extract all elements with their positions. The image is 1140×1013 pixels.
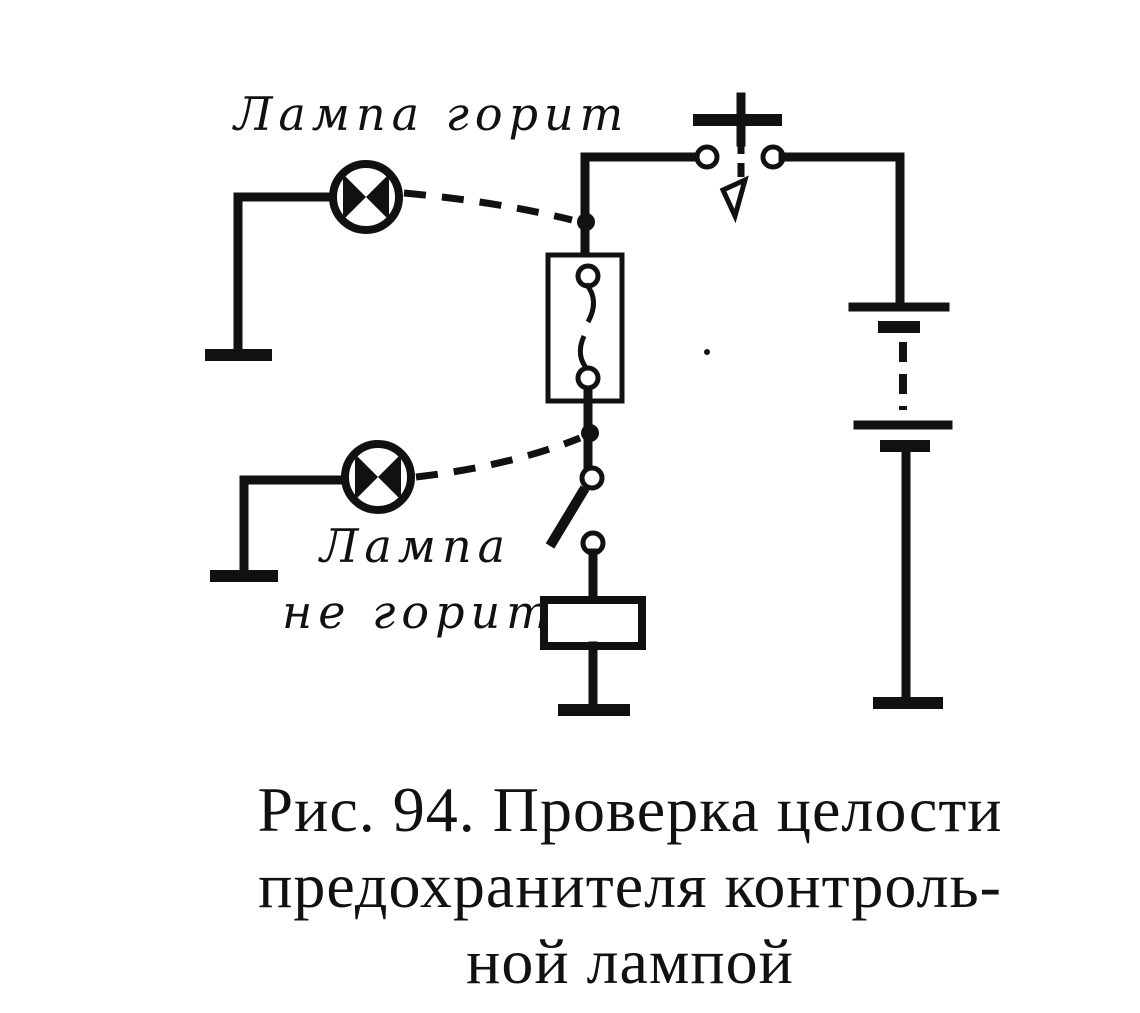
switch-actuator-icon	[719, 175, 749, 224]
figure-caption: Рис. 94. Проверка целости предохранителя…	[150, 772, 1110, 1000]
lamp-lit-icon	[329, 160, 403, 234]
probe-lead-lamp-unlit	[415, 434, 582, 481]
lamp-unlit-label-line2: не горит	[282, 585, 556, 639]
lamp-unlit-circuit	[210, 434, 582, 582]
fuse-wire-top	[584, 282, 596, 324]
junction-dot-bottom	[581, 424, 599, 442]
junction-dot-top	[577, 213, 595, 231]
switch-terminal-top	[579, 465, 605, 491]
fuse-check-circuit-diagram: Лампа горит Лампа не горит	[205, 87, 953, 716]
lamp-unlit-label-line1: Лампа	[318, 519, 511, 573]
caption-line-3: ной лампой	[466, 926, 794, 997]
open-switch-lever	[545, 485, 590, 549]
lamp-unlit-icon	[341, 440, 415, 514]
load-consumer-box	[540, 596, 646, 650]
lamp-lit-circuit	[205, 160, 573, 361]
ignition-switch	[693, 92, 905, 310]
lamp-lit-label: Лампа горит	[232, 87, 629, 141]
caption-line-1: Рис. 94. Проверка целости	[257, 774, 1003, 845]
caption-line-2: предохранителя контроль-	[258, 850, 1002, 921]
battery-symbol	[848, 302, 953, 709]
fuse-circuit	[540, 152, 708, 716]
probe-lead-lamp-lit	[403, 189, 573, 224]
